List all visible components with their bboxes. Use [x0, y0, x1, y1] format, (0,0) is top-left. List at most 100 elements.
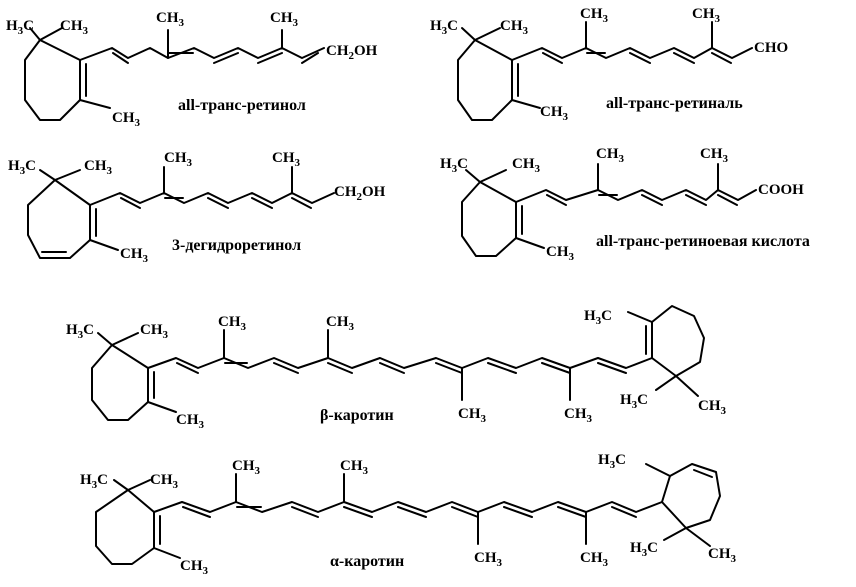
label-chain-methyl-1: CH3	[156, 10, 185, 29]
formula-text: H3C	[8, 158, 36, 177]
ring-bonds	[457, 39, 513, 121]
polyene-chain	[79, 47, 325, 61]
polyene-chain	[153, 501, 663, 513]
molecule-retinol: H3C CH3 CH3 CH3 CH3 CH2OH all-транс-рети…	[6, 10, 378, 129]
formula-text: CH3	[546, 244, 575, 263]
formula-text: CH3	[474, 550, 503, 569]
label-chain-methyl-2: CH3	[326, 314, 355, 333]
label-gem-a: H3C	[80, 472, 108, 491]
label-right-gem-b: CH3	[708, 546, 737, 565]
polyene-chain	[511, 47, 753, 61]
formula-text: CH3	[692, 6, 721, 25]
label-right-ring-methyl: H3C	[598, 452, 626, 471]
chain-methyl-bonds	[597, 163, 719, 191]
formula-text: H3C	[620, 392, 648, 411]
label-ring-methyl: CH3	[180, 558, 209, 577]
label-ring-methyl: CH3	[176, 412, 205, 431]
label-right-ring-methyl: H3C	[584, 308, 612, 327]
formula-text: H3C	[6, 18, 34, 37]
formula-text: CH3	[512, 156, 541, 175]
formula-text: CH3	[140, 322, 169, 341]
chain-double-bonds	[120, 197, 312, 209]
label-chain-methyl-3: CH3	[458, 406, 487, 425]
label-gem-b: CH3	[140, 322, 169, 341]
label-chain-methyl-1: CH3	[596, 146, 625, 165]
label-gem-b: CH3	[150, 472, 179, 491]
label-chain-methyl-1: CH3	[232, 458, 261, 477]
formula-text: H3C	[66, 322, 94, 341]
polyene-chain	[515, 189, 757, 203]
gem-dimethyl-bonds	[465, 169, 507, 183]
formula-text: CH3	[700, 146, 729, 165]
label-chain-methyl-1: CH3	[580, 6, 609, 25]
formula-text: CH3	[340, 458, 369, 477]
label-chain-methyl-2: CH3	[692, 6, 721, 25]
label-ring-methyl: CH3	[120, 246, 149, 265]
chain-double-bonds	[542, 52, 732, 64]
label-right-gem-a: H3C	[620, 392, 648, 411]
label-chain-end: COOH	[758, 182, 804, 198]
label-gem-a: H3C	[8, 158, 36, 177]
formula-text: CH3	[564, 406, 593, 425]
right-ring-double-bond	[693, 469, 713, 478]
label-chain-methyl-3: CH3	[474, 550, 503, 569]
gem-dimethyl-bonds	[29, 27, 63, 41]
formula-text: CH3	[458, 406, 487, 425]
formula-text: CH3	[596, 146, 625, 165]
formula-text: CH3	[272, 150, 301, 169]
ring-bonds	[461, 181, 517, 257]
formula-text: CH2OH	[334, 184, 386, 203]
formula-text: CH3	[232, 458, 261, 477]
left-gem-dimethyl-bonds	[97, 332, 139, 346]
ring-bonds	[24, 39, 81, 121]
formula-text: CH3	[164, 150, 193, 169]
formula-text: CH3	[580, 550, 609, 569]
polyene-chain	[147, 357, 653, 369]
label-right-gem-b: CH3	[698, 398, 727, 417]
molecule-dehydroretinol: H3C CH3 CH3 CH3 CH3 CH2OH 3-дегидроретин…	[8, 150, 386, 265]
polyene-chain	[89, 192, 335, 206]
chain-methyl-bonds	[223, 329, 571, 401]
formula-text: H3C	[630, 540, 658, 559]
formula-text: CH3	[120, 246, 149, 265]
molecule-retinal: H3C CH3 CH3 CH3 CH3 CHO all-транс-ретина…	[430, 6, 788, 123]
gem-dimethyl-bonds	[39, 169, 81, 181]
label-gem-b: CH3	[84, 158, 113, 177]
label-chain-methyl-2: CH3	[700, 146, 729, 165]
chain-methyl-bonds	[163, 166, 293, 194]
right-gem-dimethyl-bonds	[663, 527, 711, 547]
molecule-name: all-транс-ретиналь	[606, 95, 743, 112]
chain-methyl-bonds	[167, 29, 283, 59]
label-gem-b: CH3	[500, 18, 529, 37]
right-ring-methyl-bond	[627, 311, 653, 323]
ring-bonds	[27, 179, 91, 259]
formula-text: CH3	[60, 18, 89, 37]
label-ring-methyl: CH3	[546, 244, 575, 263]
chain-methyl-bonds	[585, 21, 713, 49]
label-gem-a: H3C	[440, 156, 468, 175]
formula-text: CH3	[580, 6, 609, 25]
formula-text: CH3	[112, 110, 141, 129]
left-ring-bonds	[95, 489, 155, 565]
right-ring-methyl-bond	[645, 463, 671, 477]
formula-text: CH3	[708, 546, 737, 565]
left-gem-dimethyl-bonds	[113, 479, 151, 491]
left-ring-methyl-bond	[153, 547, 181, 559]
label-chain-methyl-2: CH3	[340, 458, 369, 477]
label-gem-a: H3C	[430, 18, 458, 37]
molecule-name: β-каротин	[320, 407, 394, 424]
formula-text: CH3	[180, 558, 209, 577]
gem-dimethyl-bonds	[461, 27, 501, 41]
formula-text: CH3	[500, 18, 529, 37]
formula-text: CH3	[150, 472, 179, 491]
label-chain-methyl-1: CH3	[164, 150, 193, 169]
formula-text: CH3	[270, 10, 299, 29]
label-chain-end: CH2OH	[326, 43, 378, 62]
molecule-retinoic-acid: H3C CH3 CH3 CH3 CH3 COOH all-транс-ретин…	[440, 146, 810, 263]
formula-text: CH3	[540, 104, 569, 123]
formula-text: H3C	[598, 452, 626, 471]
formula-text: CH3	[156, 10, 185, 29]
formula-text: CH3	[176, 412, 205, 431]
ring-methyl-bond	[79, 99, 111, 109]
